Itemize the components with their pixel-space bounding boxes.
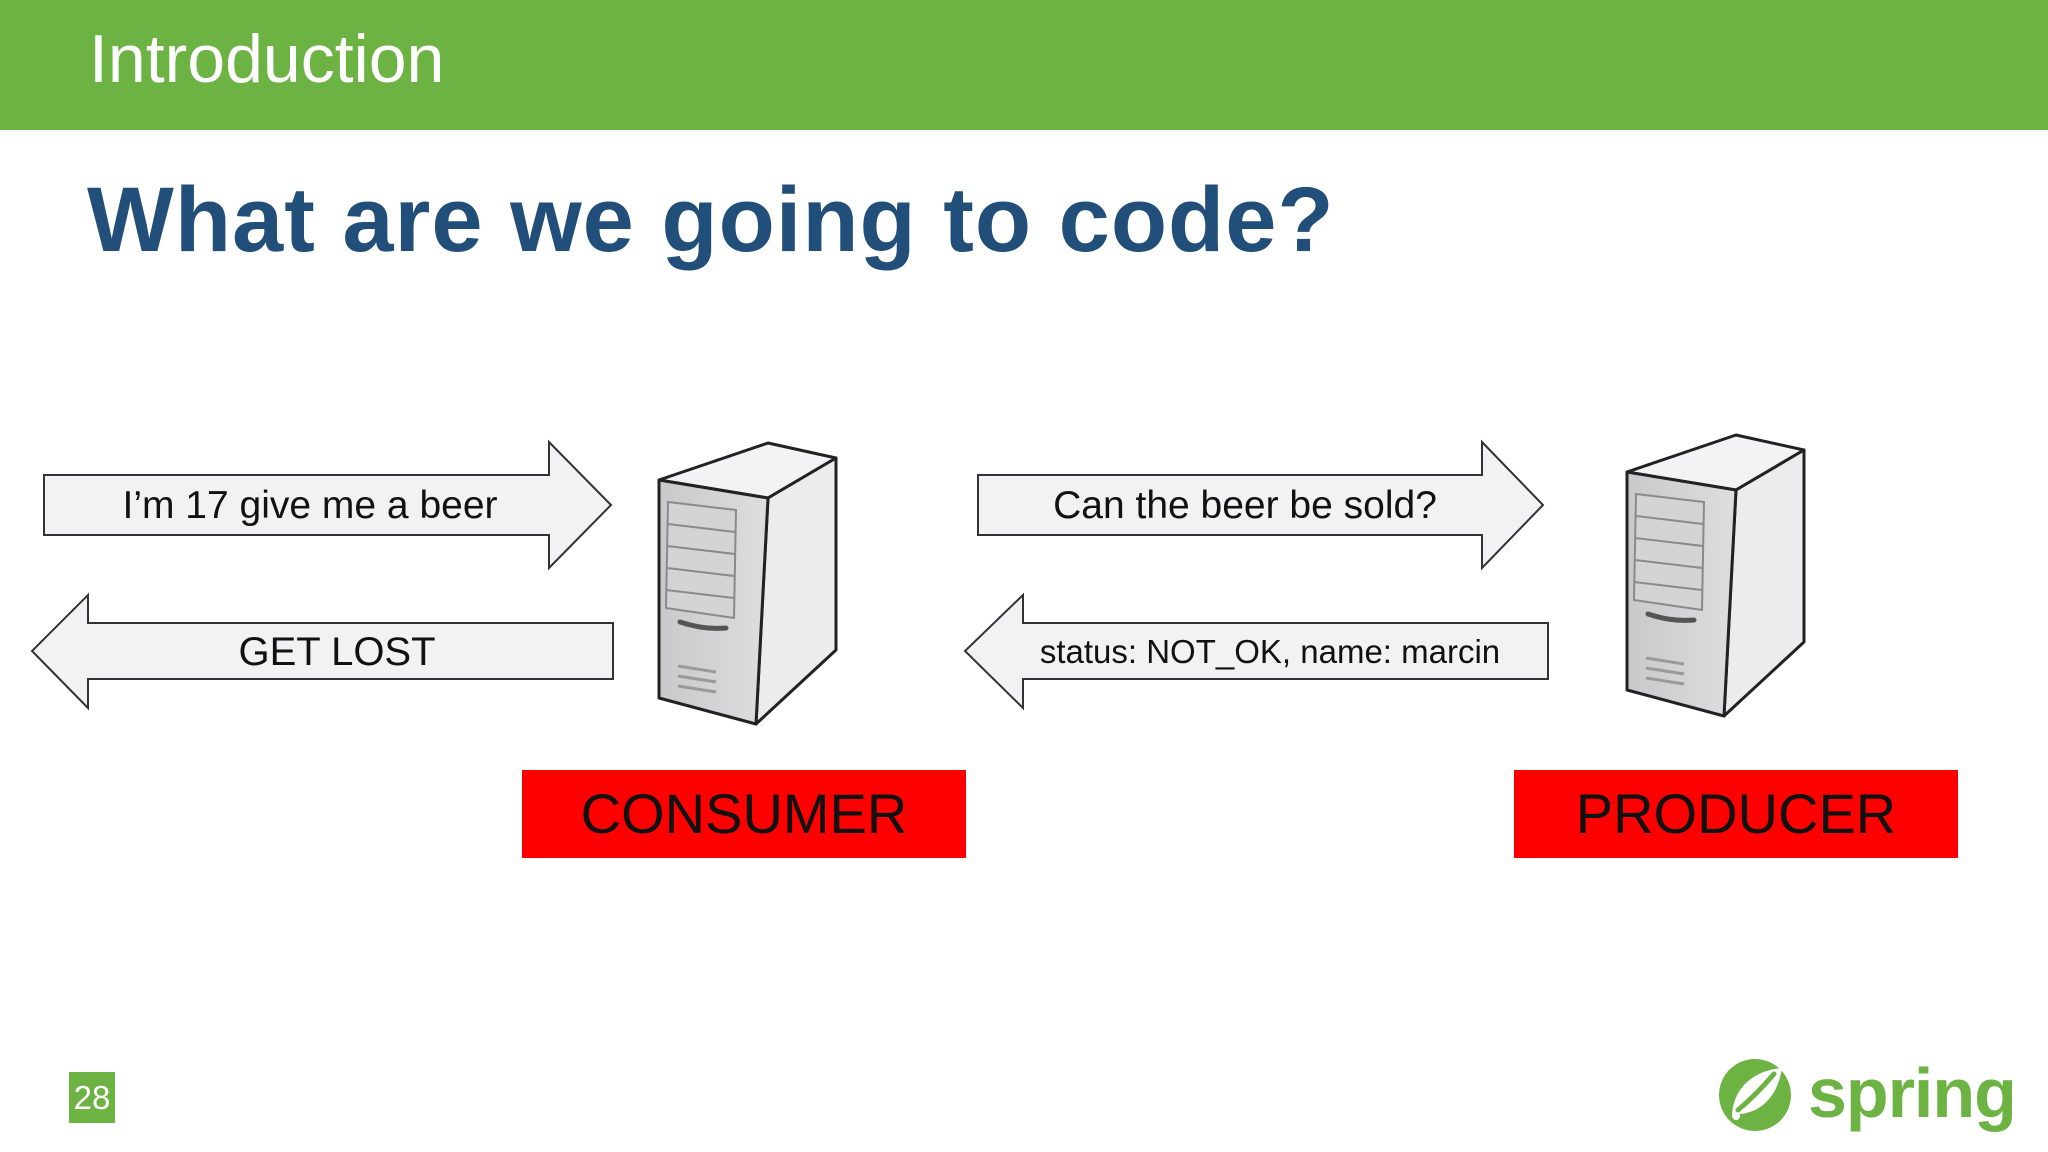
producer-request-arrow [977, 439, 1545, 571]
producer-request-label: Can the beer be sold? [1053, 484, 1437, 527]
consumer-response-arrow [30, 592, 614, 711]
spring-leaf-icon [1719, 1059, 1791, 1131]
producer-response-arrow [963, 592, 1549, 711]
spring-logo: spring [1716, 1054, 2017, 1134]
consumer-label-box: CONSUMER [522, 770, 966, 858]
consumer-request-arrow [43, 439, 613, 571]
header-bar: Introduction [0, 0, 2048, 130]
slide-title: What are we going to code? [87, 169, 1335, 271]
spring-logo-text: spring [1808, 1054, 2017, 1132]
page-number: 28 [69, 1072, 115, 1123]
section-title: Introduction [89, 21, 445, 97]
producer-server-icon [1625, 433, 1806, 718]
consumer-response-label: GET LOST [238, 630, 436, 674]
producer-response-label: status: NOT_OK, name: marcin [1039, 633, 1501, 670]
consumer-request-label: I’m 17 give me a beer [122, 484, 498, 527]
producer-label-box: PRODUCER [1514, 770, 1958, 858]
consumer-server-icon [657, 441, 838, 726]
